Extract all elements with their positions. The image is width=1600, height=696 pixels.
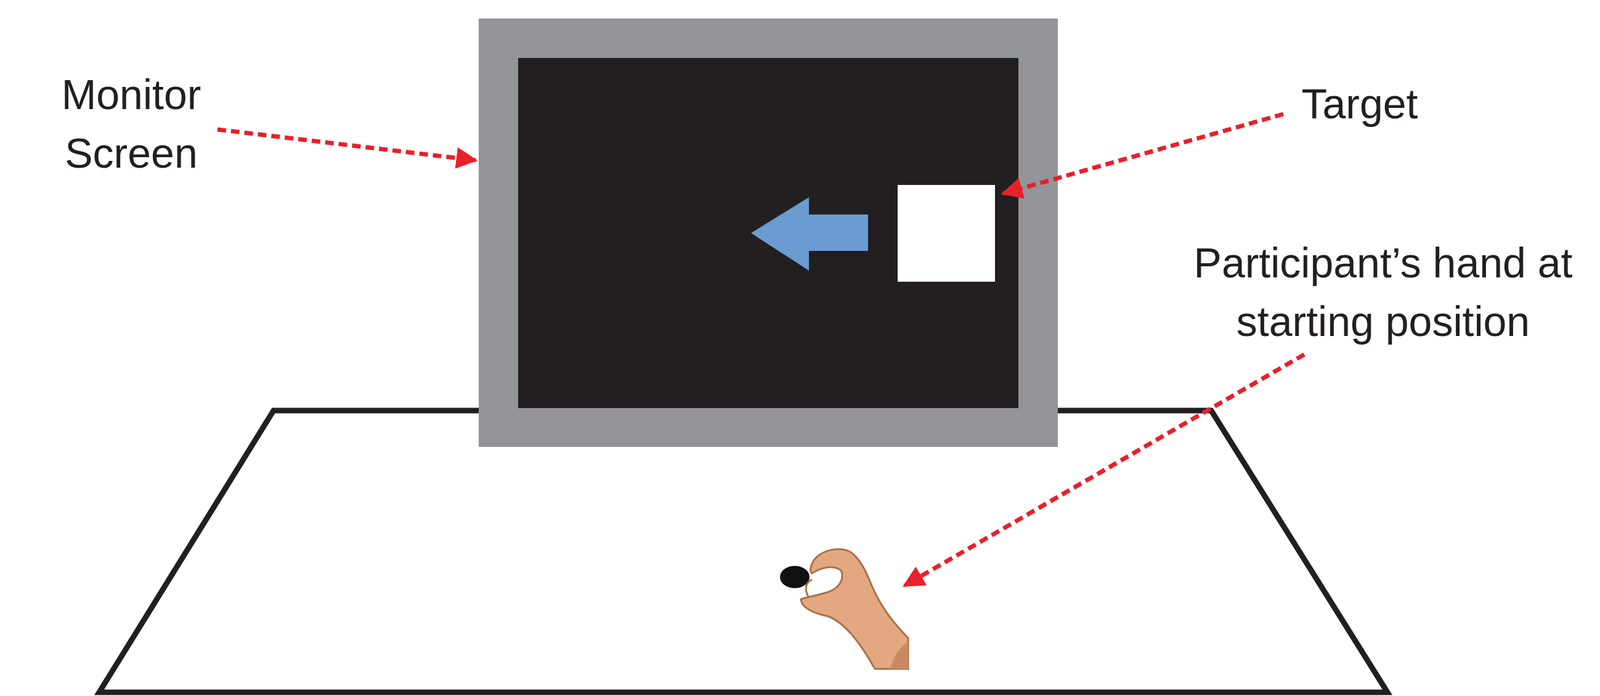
leader-line <box>217 129 476 161</box>
held-disk <box>779 565 810 588</box>
hand-shape <box>800 548 909 669</box>
monitor-frame <box>478 18 1058 447</box>
monitor-screen <box>518 57 1019 408</box>
direction-arrow <box>751 197 869 271</box>
callout-label: Monitor Screen <box>29 65 233 183</box>
leader-line <box>1003 113 1284 194</box>
table-surface <box>99 410 1388 692</box>
wrist-shade <box>890 640 909 669</box>
hand-illustration <box>779 548 909 669</box>
leader-line <box>904 354 1305 586</box>
thumb-line <box>805 579 813 597</box>
target-square <box>897 184 995 282</box>
callout-label: Target <box>1267 74 1453 134</box>
callout-label: Participant’s hand at starting position <box>1167 233 1599 351</box>
